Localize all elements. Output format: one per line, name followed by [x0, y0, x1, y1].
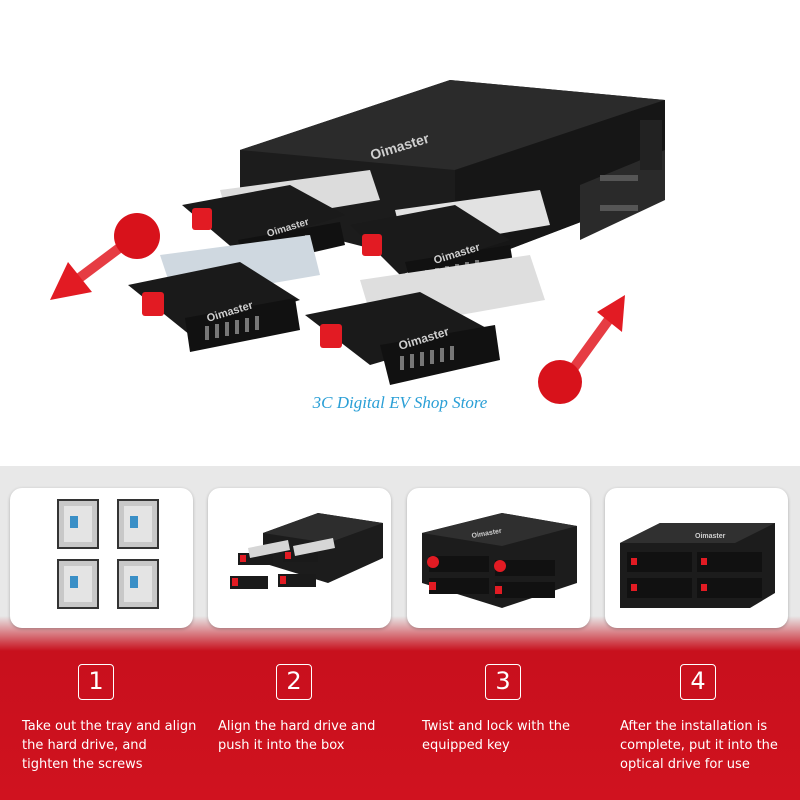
step-3-text: Twist and lock with the equipped key [422, 719, 571, 753]
step-1-number: 1 [78, 664, 114, 700]
step-3-number: 3 [485, 664, 521, 700]
step-2-number: 2 [276, 664, 312, 700]
step-2-text: Align the hard drive and push it into th… [218, 719, 376, 753]
hero-product-image: Oimaster Oimaster Oimaster [50, 80, 665, 412]
step-1-image [10, 488, 193, 628]
step-4-logo: Oimaster [695, 533, 726, 540]
push-in-arrow-icon [538, 295, 625, 404]
step-3-image: Oimaster [407, 488, 590, 628]
enclosure-installed-illustration: Oimaster [620, 523, 775, 608]
step-4-text: After the installation is complete, put … [620, 719, 778, 772]
step-1-text: Take out the tray and align the hard dri… [22, 719, 197, 772]
pull-out-arrow-icon [50, 213, 160, 300]
step-2-image [208, 488, 391, 628]
store-watermark: 3C Digital EV Shop Store [312, 393, 488, 412]
drive-enclosure-illustration: Oimaster Oimaster Oimaster [50, 80, 665, 404]
step-4-number: 4 [680, 664, 716, 700]
enclosure-trays-out-illustration [230, 513, 383, 589]
step-4-image: Oimaster [605, 488, 788, 628]
enclosure-locked-with-keys-illustration: Oimaster [422, 513, 577, 608]
trays-with-drives-illustration [57, 499, 159, 609]
